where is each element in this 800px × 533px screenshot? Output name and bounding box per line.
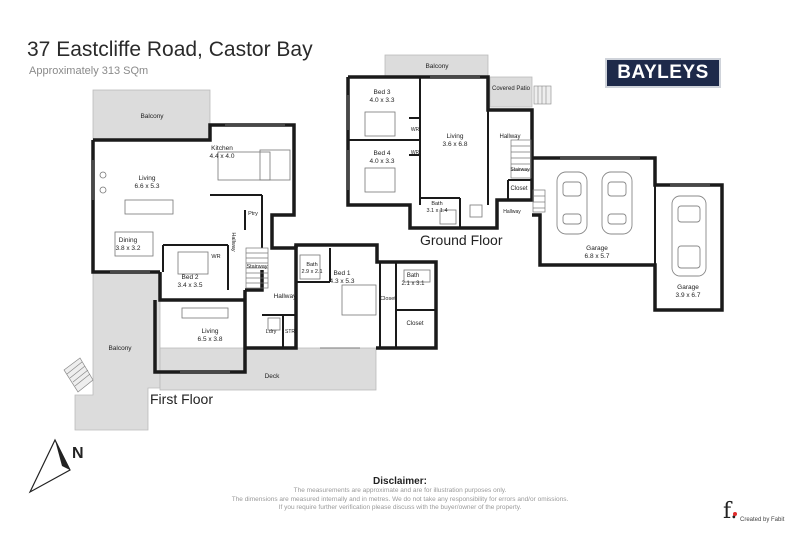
wr3-label: WR: [411, 150, 420, 156]
ground-floor-inner-walls: [348, 77, 656, 265]
deck-area: [159, 347, 377, 391]
compass-north-letter: N: [72, 445, 84, 462]
floor-area-subtitle: Approximately 313 SQm: [29, 65, 149, 77]
covered-patio-area: [489, 76, 533, 108]
bath1-label: Bath: [306, 262, 317, 268]
living1-label: Living: [139, 175, 156, 182]
garage1-label: Garage: [586, 245, 608, 252]
closet2-label: Closet: [406, 321, 423, 327]
bath2-label: Bath: [407, 273, 419, 279]
fabit-logo-dot: [733, 512, 737, 516]
living2-label: Living: [202, 328, 219, 335]
fabit-credit-text: Created by Fabit: [740, 517, 785, 523]
living3-dim: 3.6 x 6.8: [443, 141, 468, 148]
closet1-label: Closet: [380, 296, 396, 302]
bayleys-logo: BAYLEYS: [605, 58, 721, 88]
living3-label: Living: [447, 133, 464, 140]
ground-floor-windows: [347, 76, 710, 190]
balcony-first-label: Balcony: [140, 113, 164, 120]
closet3-label: Closet: [510, 186, 527, 192]
dining-label: Dining: [119, 237, 138, 244]
first-floor-inner-walls: [162, 194, 436, 348]
patio-steps: [533, 85, 552, 105]
first-floor-stairs: [245, 247, 269, 289]
ground-floor-furniture: [364, 111, 483, 225]
balcony-lower-area: [74, 271, 161, 431]
garage2-label: Garage: [677, 284, 699, 291]
property-address-title: 37 Eastcliffe Road, Castor Bay: [27, 38, 313, 61]
disclaimer-line-2: The dimensions are measured internally a…: [231, 495, 569, 503]
hallway1-label: Hallway: [230, 232, 236, 252]
disclaimer-line-3: If you require further verification plea…: [278, 504, 522, 511]
disclaimer-heading: Disclaimer:: [373, 476, 427, 487]
first-floor-windows: [92, 124, 360, 373]
bed3-dim: 4.0 x 3.3: [370, 97, 395, 104]
bed4-dim: 4.0 x 3.3: [370, 158, 395, 165]
ground-floor-stairs: [510, 139, 546, 213]
str-label: STR: [285, 329, 295, 335]
living2-dim: 6.5 x 3.8: [198, 336, 223, 343]
deck-label: Deck: [265, 373, 281, 380]
ldry-label: Ldry: [266, 329, 277, 335]
stairway1-label: Stairway: [246, 264, 267, 270]
garage2-dim: 3.9 x 6.7: [676, 292, 701, 299]
first-floor-furniture: [99, 149, 431, 331]
balcony-lower-label: Balcony: [108, 345, 132, 352]
balcony-ground-label: Balcony: [425, 63, 449, 70]
bath3-label: Bath: [431, 201, 442, 207]
wr2-label: WR: [411, 127, 420, 133]
bath1-dim: 2.9 x 2.1: [301, 269, 322, 275]
fabit-logo: f.: [723, 499, 738, 524]
kitchen-dim: 4.4 x 4.0: [210, 153, 235, 160]
bath2-dim: 2.1 x 3.1: [401, 281, 425, 287]
ground-floor-walls: [346, 75, 724, 312]
north-compass-icon: N: [28, 438, 84, 494]
bed1-dim: 4.3 x 5.3: [330, 278, 355, 285]
bed4-label: Bed 4: [374, 150, 391, 157]
garage1-dim: 6.8 x 5.7: [585, 253, 610, 260]
bed2-dim: 3.4 x 3.5: [178, 282, 203, 289]
stairway2-label: Stairway: [510, 167, 530, 173]
disclaimer-line-1: The measurements are approximate and are…: [293, 487, 507, 494]
bed1-label: Bed 1: [334, 270, 351, 277]
hallway3-label: Hallway: [499, 134, 520, 140]
bath3-dim: 3.1 x 1.4: [426, 208, 447, 214]
dining-dim: 3.8 x 3.2: [116, 245, 141, 252]
first-floor-title: First Floor: [150, 391, 213, 407]
covered-patio-label: Covered Patio: [492, 86, 531, 92]
wr1-label: WR: [211, 254, 220, 260]
ptry-label: Ptry: [248, 211, 258, 217]
bed3-label: Bed 3: [374, 89, 391, 96]
disclaimer-box: Disclaimer: The measurements are approxi…: [200, 476, 600, 520]
hallway4-label: Hallway: [503, 209, 521, 215]
living1-dim: 6.6 x 5.3: [135, 183, 160, 190]
ground-floor-title: Ground Floor: [420, 232, 503, 248]
hallway2-label: Hallway: [274, 293, 298, 300]
kitchen-label: Kitchen: [211, 145, 233, 152]
logo-text: BAYLEYS: [617, 62, 709, 83]
bed2-label: Bed 2: [182, 274, 199, 281]
garage-cars: [556, 171, 707, 277]
balcony-steps: [63, 357, 94, 393]
